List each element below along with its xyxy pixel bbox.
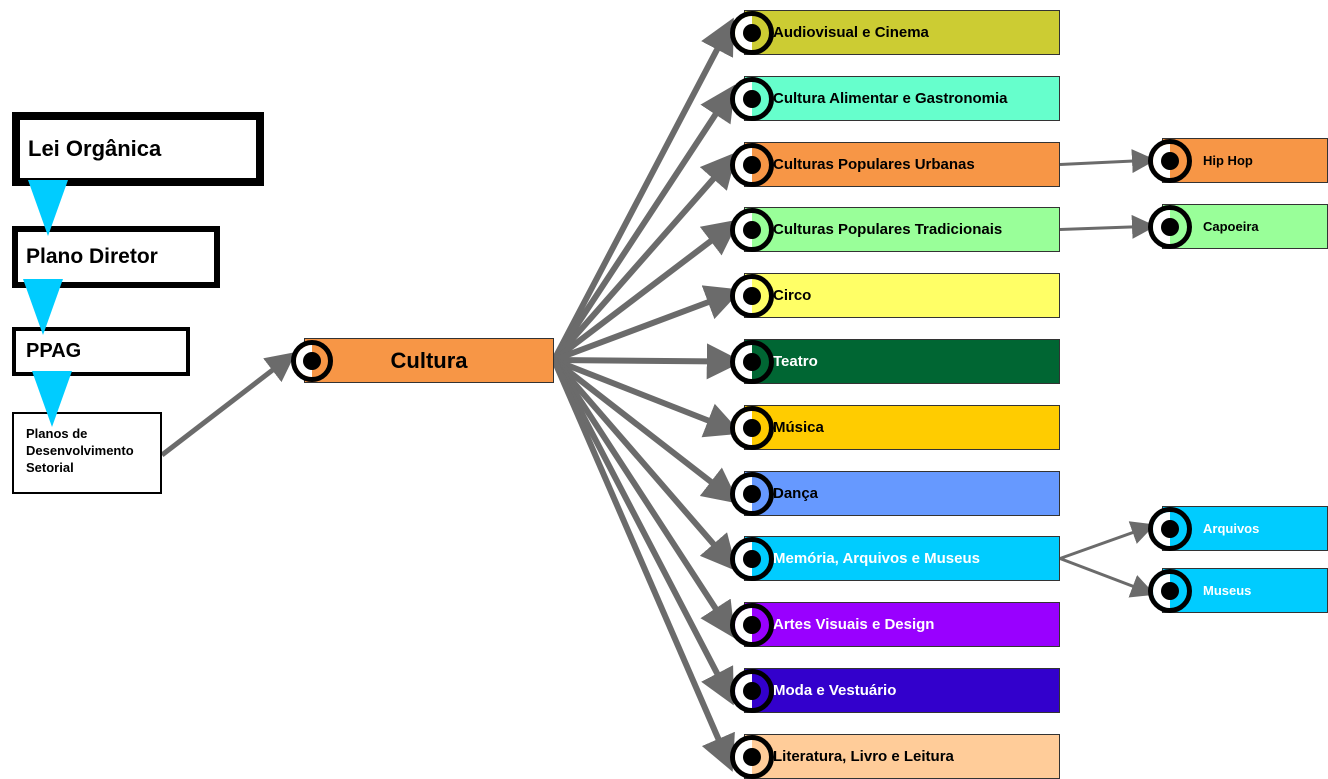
branch-node-culturas-populares-urbanas: Culturas Populares Urbanas bbox=[744, 142, 1060, 187]
arrow-cultura-to-moda-e-vestuario bbox=[551, 358, 734, 706]
sub-node-capoeira-label: Capoeira bbox=[1203, 219, 1259, 234]
branch-node-musica-label: Música bbox=[773, 419, 824, 436]
branch-node-teatro: Teatro bbox=[744, 339, 1060, 384]
branch-node-culturas-populares-tradicionais-label: Culturas Populares Tradicionais bbox=[773, 221, 1003, 238]
branch-node-danca: Dança bbox=[744, 471, 1060, 516]
target-marker-icon bbox=[1148, 138, 1192, 183]
branch-node-circo-label: Circo bbox=[773, 287, 812, 304]
lei-organica-label: Lei Orgânica bbox=[28, 136, 162, 161]
arrow-to-arquivos bbox=[1059, 521, 1156, 560]
arrow-cultura-to-culturas-populares-tradicionais bbox=[552, 219, 740, 363]
branch-node-artes-visuais-e-design: Artes Visuais e Design bbox=[744, 602, 1060, 647]
branch-node-audiovisual-e-cinema-label: Audiovisual e Cinema bbox=[773, 24, 929, 41]
arrow-cultura-to-musica bbox=[552, 357, 742, 438]
plano-diretor-box: Plano Diretor bbox=[12, 226, 220, 288]
cultura-node: Cultura bbox=[304, 338, 554, 383]
arrow-cultura-to-teatro bbox=[553, 343, 743, 380]
target-marker-icon bbox=[291, 339, 333, 382]
arrow-cultura-to-audiovisual-e-cinema bbox=[551, 17, 734, 362]
branch-node-danca-label: Dança bbox=[773, 485, 819, 502]
down-triangle-icon bbox=[28, 180, 68, 236]
target-marker-icon bbox=[730, 536, 774, 581]
branch-node-cultura-alimentar-e-gastronomia: Cultura Alimentar e Gastronomia bbox=[744, 76, 1060, 121]
arrow-cultura-to-circo bbox=[552, 285, 742, 363]
branch-node-cultura-alimentar-e-gastronomia-label: Cultura Alimentar e Gastronomia bbox=[773, 90, 1008, 107]
branch-node-literatura-livro-e-leitura: Literatura, Livro e Leitura bbox=[744, 734, 1060, 779]
target-marker-icon bbox=[730, 273, 774, 318]
branch-node-audiovisual-e-cinema: Audiovisual e Cinema bbox=[744, 10, 1060, 55]
branch-node-culturas-populares-urbanas-label: Culturas Populares Urbanas bbox=[773, 156, 975, 173]
ppag-box: PPAG bbox=[12, 327, 190, 376]
target-marker-icon bbox=[1148, 506, 1192, 551]
ppag-label: PPAG bbox=[26, 340, 82, 362]
target-marker-icon bbox=[730, 207, 774, 252]
branch-node-memoria-arquivos-e-museus-label: Memória, Arquivos e Museus bbox=[773, 550, 980, 567]
target-marker-icon bbox=[730, 471, 774, 516]
planos-label-line-1: Planos de bbox=[26, 426, 88, 441]
branch-node-culturas-populares-tradicionais: Culturas Populares Tradicionais bbox=[744, 207, 1060, 252]
branch-node-moda-e-vestuario-label: Moda e Vestuário bbox=[773, 682, 897, 699]
down-triangle-icon bbox=[32, 371, 72, 427]
target-marker-icon bbox=[730, 602, 774, 647]
plano-diretor-label: Plano Diretor bbox=[26, 245, 158, 268]
planos-label-line-2: Desenvolvimento bbox=[26, 442, 134, 458]
branch-node-artes-visuais-e-design-label: Artes Visuais e Design bbox=[773, 616, 935, 633]
down-triangle-icon bbox=[23, 279, 63, 335]
arrow-cultura-to-memoria-arquivos-e-museus bbox=[551, 358, 738, 572]
planos-label-line-3: Setorial bbox=[26, 459, 74, 475]
branch-node-musica: Música bbox=[744, 405, 1060, 450]
branch-node-memoria-arquivos-e-museus: Memória, Arquivos e Museus bbox=[744, 536, 1060, 581]
sub-node-hip-hop-label: Hip Hop bbox=[1203, 153, 1253, 168]
arrow-to-capoeira bbox=[1059, 214, 1156, 239]
target-marker-icon bbox=[1148, 204, 1192, 249]
arrow-to-museus bbox=[1059, 557, 1156, 598]
target-marker-icon bbox=[730, 734, 774, 779]
arrow-cultura-to-culturas-populares-urbanas bbox=[551, 151, 738, 362]
sub-node-arquivos-label: Arquivos bbox=[1203, 521, 1260, 536]
arrow-cultura-to-danca bbox=[552, 357, 740, 504]
sub-node-museus-label: Museus bbox=[1203, 583, 1252, 598]
arrow-cultura-to-literatura-livro-e-leitura bbox=[551, 358, 735, 772]
cultura-node-label: Cultura bbox=[390, 347, 468, 373]
target-marker-icon bbox=[730, 668, 774, 713]
target-marker-icon bbox=[730, 339, 774, 384]
lei-organica-box: Lei Orgânica bbox=[12, 112, 264, 186]
arrow-cultura-to-artes-visuais-e-design bbox=[551, 358, 736, 639]
arrow-to-hip-hop bbox=[1059, 149, 1156, 174]
branch-node-moda-e-vestuario: Moda e Vestuário bbox=[744, 668, 1060, 713]
branch-node-circo: Circo bbox=[744, 273, 1060, 318]
branch-node-literatura-livro-e-leitura-label: Literatura, Livro e Leitura bbox=[773, 748, 954, 765]
target-marker-icon bbox=[730, 10, 774, 55]
branch-node-teatro-label: Teatro bbox=[773, 353, 818, 370]
target-marker-icon bbox=[730, 405, 774, 450]
target-marker-icon bbox=[1148, 568, 1192, 613]
target-marker-icon bbox=[730, 142, 774, 187]
target-marker-icon bbox=[730, 76, 774, 121]
arrow-cultura-to-cultura-alimentar-e-gastronomia bbox=[551, 84, 736, 362]
